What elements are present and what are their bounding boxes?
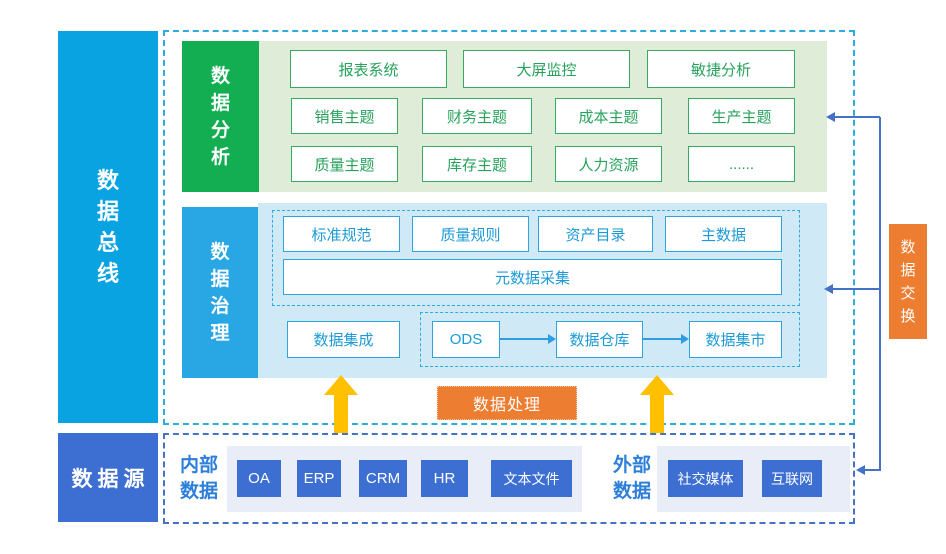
analysis-section: 数据分析 报表系统 大屏监控 敏捷分析 销售主题 财务主题 成本主题 生产主题 … <box>182 41 827 192</box>
upload-arrow-right-icon <box>640 375 674 395</box>
gov-box-warehouse: 数据仓库 <box>556 321 643 358</box>
analysis-box-inventory: 库存主题 <box>422 146 532 182</box>
upload-arrow-right-stem <box>650 394 664 433</box>
source-box-internet: 互联网 <box>762 460 822 497</box>
source-box-social: 社交媒体 <box>668 460 743 497</box>
governance-section-label: 数据治理 <box>182 207 258 378</box>
gov-box-mart: 数据集市 <box>689 321 782 358</box>
analysis-box-report: 报表系统 <box>290 50 447 88</box>
gov-box-ods: ODS <box>432 321 500 358</box>
governance-section: 数据治理 标准规范 质量规则 资产目录 主数据 元数据采集 数据集成 ODS 数… <box>182 203 827 378</box>
exchange-to-governance-line <box>832 288 880 290</box>
external-data-label: 外部数据 <box>612 455 651 502</box>
gov-box-quality-rules: 质量规则 <box>412 216 529 252</box>
exchange-to-governance-arrowhead-icon <box>824 284 833 294</box>
analysis-box-quality: 质量主题 <box>291 146 398 182</box>
analysis-box-production: 生产主题 <box>688 98 795 134</box>
analysis-box-finance: 财务主题 <box>422 98 532 134</box>
exchange-box: 数据交换 <box>889 224 927 339</box>
gov-box-standards: 标准规范 <box>283 216 400 252</box>
warehouse-to-mart-line <box>643 338 681 340</box>
exchange-to-analysis-line <box>834 116 880 118</box>
source-box-textfile: 文本文件 <box>491 460 572 497</box>
gov-box-master-data: 主数据 <box>665 216 782 252</box>
data-bus-label: 数据总线 <box>96 168 119 286</box>
upload-arrow-left-icon <box>324 375 358 395</box>
sources-container <box>163 433 855 524</box>
source-box-erp: ERP <box>297 460 341 497</box>
exchange-to-sources-line <box>864 469 880 471</box>
source-box-oa: OA <box>237 460 281 497</box>
warehouse-to-mart-arrowhead-icon <box>681 334 689 344</box>
analysis-box-dashboard: 大屏监控 <box>463 50 630 88</box>
internal-data-label: 内部数据 <box>179 455 218 502</box>
upload-arrow-left-stem <box>334 394 348 433</box>
analysis-box-more: ...... <box>688 146 795 182</box>
source-box-crm: CRM <box>359 460 407 497</box>
exchange-to-analysis-arrowhead-icon <box>826 112 835 122</box>
analysis-box-cost: 成本主题 <box>555 98 662 134</box>
ods-to-warehouse-arrowhead-icon <box>548 334 556 344</box>
governance-tools-container <box>272 210 800 306</box>
exchange-to-sources-arrowhead-icon <box>856 465 865 475</box>
gov-box-asset-catalog: 资产目录 <box>538 216 653 252</box>
processing-box: 数据处理 <box>437 386 577 420</box>
gov-box-metadata: 元数据采集 <box>283 259 782 295</box>
analysis-box-agile: 敏捷分析 <box>647 50 795 88</box>
ods-to-warehouse-line <box>500 338 548 340</box>
analysis-box-hr: 人力资源 <box>555 146 662 182</box>
gov-box-integration: 数据集成 <box>287 321 400 358</box>
data-source-label: 数据源 <box>71 467 150 491</box>
data-source-bar: 数据源 <box>58 433 158 522</box>
data-bus-bar: 数据总线 <box>58 31 158 423</box>
analysis-section-label: 数据分析 <box>182 41 259 192</box>
analysis-box-sales: 销售主题 <box>291 98 398 134</box>
platform-container <box>163 30 855 425</box>
exchange-trunk-line <box>879 117 881 471</box>
warehouse-container <box>420 312 800 367</box>
source-box-hr: HR <box>421 460 468 497</box>
